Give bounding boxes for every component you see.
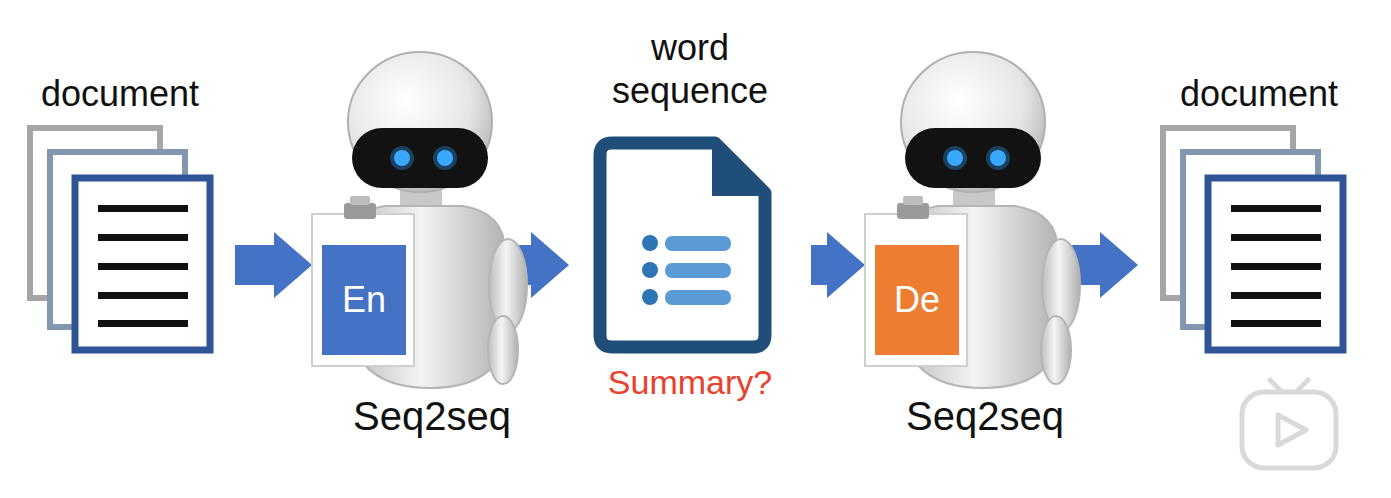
decoder-card: De [875,245,959,355]
watermark-icon [1242,380,1336,468]
model-name: Seq2seq [353,393,511,439]
robot-figure [865,52,1080,388]
summary-question: Summary? [608,362,772,403]
flow-arrow [235,232,312,298]
encoder-card: En [322,245,406,355]
document-stack [30,128,210,350]
model-name: Seq2seq [906,393,1064,439]
document-heading: document [41,72,199,115]
document-heading: document [1180,72,1338,115]
word-sequence-icon [600,143,765,347]
document-stack: document [15,68,225,358]
flow-arrow [811,232,865,298]
document-stack [1163,128,1343,350]
node-heading: word sequence [585,26,795,112]
word-sequence-node: word sequenceSummary? [579,22,801,407]
robot-figure [312,52,527,388]
card-label: De [894,278,940,321]
card-label: En [342,278,386,321]
document-stack: document [1148,68,1370,358]
